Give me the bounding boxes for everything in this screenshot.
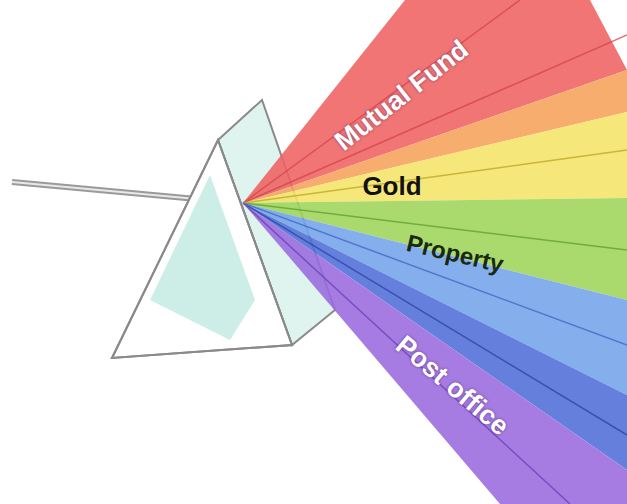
ray-label: Gold — [362, 172, 421, 201]
